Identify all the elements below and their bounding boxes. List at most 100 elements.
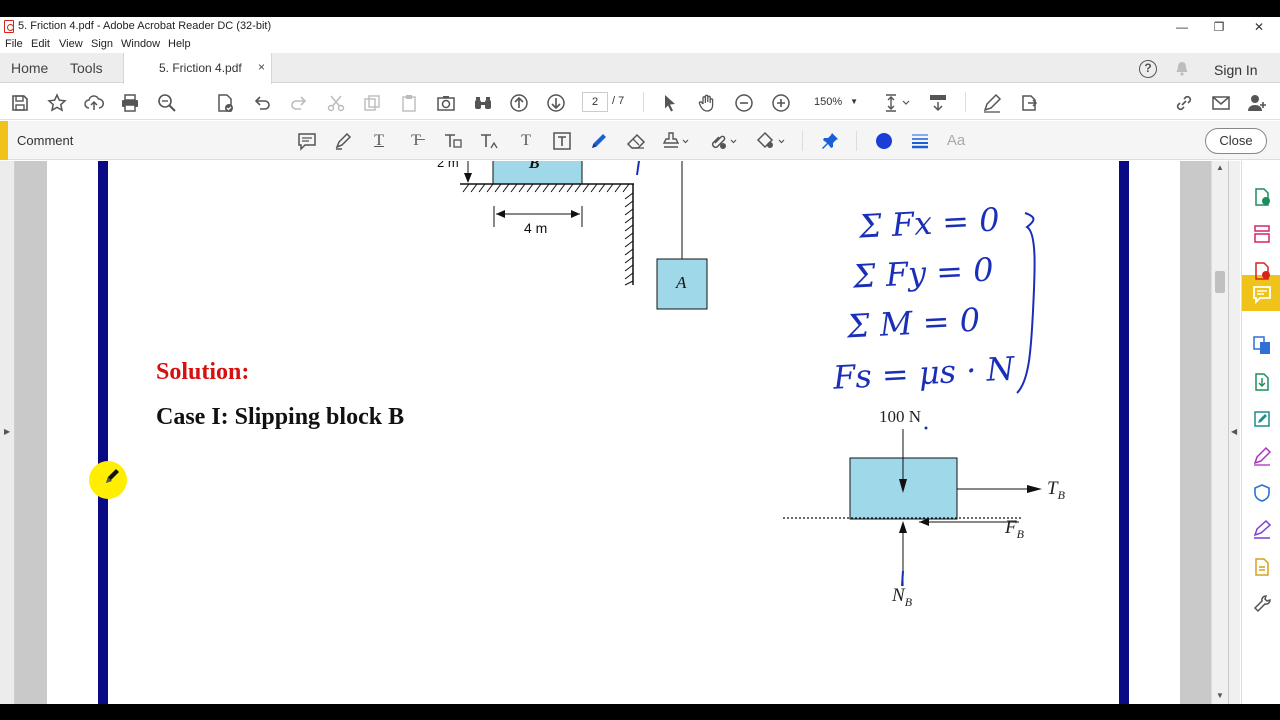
- toolbar-separator: [802, 131, 803, 151]
- right-pane-toggle[interactable]: ◀: [1229, 161, 1240, 704]
- help-icon[interactable]: ?: [1139, 60, 1157, 78]
- page-border-right: [1119, 161, 1129, 704]
- page-number-input[interactable]: 2: [582, 92, 608, 112]
- comment-tool-icon[interactable]: [1252, 284, 1272, 305]
- line-thickness-icon[interactable]: [910, 131, 930, 151]
- comment-tool-label: Comment: [17, 133, 74, 148]
- menu-sign[interactable]: Sign: [91, 38, 114, 50]
- scroll-mode-icon[interactable]: [928, 93, 948, 113]
- right-tools-pane: [1241, 161, 1280, 704]
- snapshot-camera-icon[interactable]: [436, 93, 456, 113]
- more-tools-wrench-icon[interactable]: [1252, 594, 1272, 614]
- zoom-out-icon[interactable]: [734, 93, 754, 113]
- find-binoculars-icon[interactable]: [473, 93, 493, 113]
- share-link-icon[interactable]: [1174, 93, 1194, 113]
- ledge-hatch: [462, 183, 630, 193]
- fill-sign-tool-icon[interactable]: [1252, 446, 1272, 466]
- menu-help[interactable]: Help: [168, 38, 191, 50]
- add-text-icon[interactable]: T: [521, 132, 531, 149]
- organize-pages-icon[interactable]: [1252, 224, 1272, 244]
- tab-tools[interactable]: Tools: [70, 60, 103, 76]
- menu-view[interactable]: View: [59, 38, 83, 50]
- sign-in-link[interactable]: Sign In: [1214, 62, 1258, 78]
- fbd-load-label: 100 N: [879, 407, 922, 426]
- text-box-icon[interactable]: [552, 131, 572, 151]
- menu-edit[interactable]: Edit: [31, 38, 50, 50]
- zoom-in-icon[interactable]: [771, 93, 791, 113]
- bell-icon[interactable]: [1175, 61, 1189, 76]
- print-icon[interactable]: [120, 93, 140, 113]
- pin-icon[interactable]: [820, 131, 840, 151]
- tension-arrow-head: [1027, 485, 1042, 493]
- redo-icon[interactable]: [289, 93, 309, 113]
- add-user-icon[interactable]: [1247, 93, 1267, 113]
- protect-shield-icon[interactable]: [1252, 483, 1272, 503]
- scroll-thumb[interactable]: [1215, 271, 1225, 293]
- close-tab-button[interactable]: ×: [258, 60, 266, 74]
- pdf-page: 2 m B 4 m A Solution: Case I: Slipping b…: [47, 161, 1180, 704]
- undo-icon[interactable]: [252, 93, 272, 113]
- select-cursor-icon[interactable]: [660, 93, 680, 113]
- save-icon[interactable]: [10, 93, 30, 113]
- copy-icon[interactable]: [362, 93, 382, 113]
- previous-page-icon[interactable]: [509, 93, 529, 113]
- font-size-icon[interactable]: Aa: [946, 132, 966, 149]
- maximize-button[interactable]: ❐: [1213, 20, 1225, 34]
- highlight-pen-icon[interactable]: [333, 131, 353, 151]
- left-pane-toggle[interactable]: ▶: [0, 161, 15, 704]
- combine-files-icon[interactable]: [1252, 335, 1272, 355]
- export-pdf-icon[interactable]: [1252, 187, 1272, 207]
- wall-hatch: [624, 192, 634, 286]
- request-signature-icon[interactable]: [1252, 519, 1272, 540]
- paste-icon[interactable]: [399, 93, 419, 113]
- strikethrough-text-icon[interactable]: T̶: [411, 132, 421, 149]
- close-comment-button[interactable]: Close: [1205, 128, 1267, 154]
- fill-sign-icon[interactable]: [982, 93, 1002, 113]
- bookmark-star-icon[interactable]: [47, 93, 67, 113]
- minimize-button[interactable]: —: [1176, 20, 1188, 34]
- replace-text-icon[interactable]: [443, 131, 463, 151]
- tab-home[interactable]: Home: [11, 60, 49, 76]
- expand-left-icon[interactable]: ▶: [4, 427, 11, 436]
- page-border-left: [98, 161, 108, 704]
- create-pdf-icon[interactable]: [1252, 261, 1272, 281]
- collapse-right-icon[interactable]: ◀: [1231, 427, 1238, 436]
- edit-pdf-icon[interactable]: [215, 93, 235, 113]
- next-page-icon[interactable]: [546, 93, 566, 113]
- menu-window[interactable]: Window: [121, 38, 161, 50]
- figure-drawing: [460, 161, 1042, 587]
- scroll-up-icon[interactable]: ▲: [1216, 163, 1224, 172]
- sticky-note-icon[interactable]: [297, 131, 317, 151]
- tab-document[interactable]: 5. Friction 4.pdf ×: [123, 53, 272, 84]
- draw-pencil-icon[interactable]: [589, 131, 609, 151]
- cut-icon[interactable]: [326, 93, 346, 113]
- figure-dim-top: 2 m: [437, 161, 459, 170]
- fbd-tension-label: TB: [1047, 478, 1065, 503]
- handwritten-eq-sum-fx: Σ Fx = 0: [858, 200, 1001, 246]
- zoom-search-icon[interactable]: [157, 93, 177, 113]
- upload-cloud-icon[interactable]: [84, 93, 104, 113]
- close-window-button[interactable]: ✕: [1253, 20, 1265, 34]
- edit-document-icon[interactable]: [1252, 409, 1272, 429]
- compress-pdf-icon[interactable]: [1252, 372, 1272, 392]
- send-for-comments-icon[interactable]: [1252, 557, 1272, 577]
- zoom-level-select[interactable]: 150%▼: [804, 92, 862, 112]
- scroll-down-icon[interactable]: ▼: [1216, 691, 1224, 700]
- shapes-icon[interactable]: [756, 131, 786, 151]
- send-for-review-icon[interactable]: [1019, 93, 1039, 113]
- vertical-scrollbar[interactable]: ▲ ▼: [1211, 161, 1228, 704]
- hand-tool-icon[interactable]: [697, 93, 717, 113]
- email-icon[interactable]: [1211, 93, 1231, 113]
- zoom-level-value: 150%: [814, 96, 843, 108]
- page-fit-icon[interactable]: [883, 93, 911, 113]
- ink-mark: [901, 570, 904, 587]
- dim-arrow-down: [464, 173, 472, 183]
- stamp-icon[interactable]: [662, 131, 690, 151]
- attach-file-icon[interactable]: [708, 131, 738, 151]
- eraser-icon[interactable]: [626, 131, 646, 151]
- color-picker-icon[interactable]: [874, 131, 894, 151]
- document-viewer[interactable]: ▶: [0, 161, 1240, 704]
- menu-file[interactable]: File: [5, 38, 23, 50]
- underline-text-icon[interactable]: T: [374, 132, 384, 149]
- insert-text-icon[interactable]: [479, 131, 499, 151]
